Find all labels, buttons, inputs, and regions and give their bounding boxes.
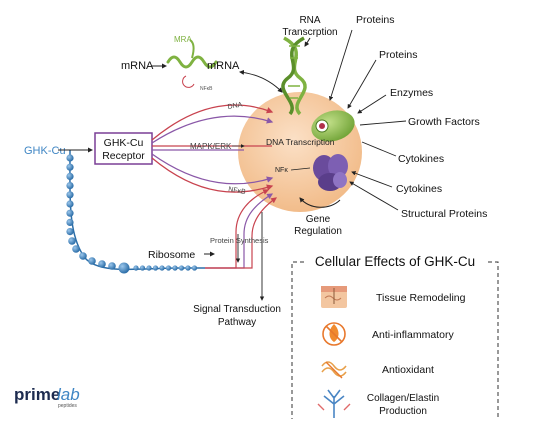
dna-transcription-label: DNA Transcription bbox=[266, 137, 335, 147]
ghk-cu-bead bbox=[66, 182, 74, 190]
ghk-cu-bead-chain bbox=[66, 149, 205, 274]
ghk-cu-bead bbox=[66, 172, 74, 180]
label-structural-proteins: Structural Proteins bbox=[401, 208, 487, 220]
organelle-dot bbox=[319, 123, 325, 129]
signal-pathway-lines bbox=[151, 104, 274, 193]
dna-helix bbox=[281, 36, 307, 116]
rna-transcription-line1: RNA bbox=[299, 15, 320, 26]
mrna-loop bbox=[189, 39, 195, 59]
ghk-cu-bead bbox=[185, 265, 191, 271]
gene-regulation-line2: Regulation bbox=[294, 226, 342, 237]
purple-protein bbox=[313, 154, 348, 191]
ghk-cu-bead bbox=[66, 218, 74, 226]
protein-synthesis-lines bbox=[205, 189, 277, 301]
ghk-cu-bead bbox=[88, 257, 96, 265]
label-enzymes: Enzymes bbox=[390, 87, 433, 99]
ghk-cu-bead bbox=[108, 262, 116, 270]
ghk-cu-bead bbox=[139, 265, 146, 271]
ghk-cu-bead bbox=[66, 163, 74, 171]
skin-layers-icon bbox=[321, 286, 347, 308]
mrna-strand bbox=[166, 55, 218, 69]
nfk-inner-label: NFκ bbox=[275, 167, 288, 174]
logo-prime: prime bbox=[14, 385, 60, 404]
protein-synthesis-label: Protein Synthesis bbox=[210, 236, 269, 245]
signal-transduction-line1: Signal Transduction bbox=[193, 304, 281, 315]
logo-sub: peptides bbox=[58, 403, 77, 409]
ghk-cu-bead bbox=[68, 237, 76, 245]
nfk-inner-line bbox=[290, 167, 311, 171]
effect-collagen-line1: Collagen/Elastin bbox=[367, 393, 439, 404]
pathway-mapk-label: MAPK/ERK bbox=[190, 142, 232, 151]
ghk-cu-bead bbox=[159, 265, 165, 271]
gene-regulation-line1: Gene bbox=[306, 214, 331, 225]
molecule-crossed-icon bbox=[321, 361, 347, 379]
ghk-cu-bead bbox=[178, 265, 185, 271]
label-cytokines-2: Cytokines bbox=[396, 183, 442, 195]
label-proteins-1: Proteins bbox=[356, 14, 395, 26]
ghk-cu-receptor-box: GHK-Cu Receptor bbox=[94, 132, 153, 165]
effect-collagen-line2: Production bbox=[379, 406, 427, 417]
ghk-cu-bead bbox=[146, 265, 152, 271]
ghk-cu-bead bbox=[172, 265, 178, 271]
pathway-nfkb-label: NFκB bbox=[228, 186, 247, 196]
receptor-label-line1: GHK-Cu bbox=[104, 137, 144, 149]
effects-panel-title: Cellular Effects of GHK-Cu bbox=[315, 254, 475, 269]
ghk-cu-bead bbox=[66, 209, 74, 217]
primelab-logo: prime lab peptides bbox=[14, 385, 80, 409]
effect-antioxidant: Antioxidant bbox=[382, 364, 434, 376]
ghk-cu-bead bbox=[66, 200, 74, 208]
pathway-dna-label: DNA bbox=[227, 101, 243, 111]
mra-label: MRA bbox=[174, 35, 192, 44]
label-proteins-2: Proteins bbox=[379, 49, 418, 61]
ghk-cu-bead bbox=[133, 265, 139, 271]
rna-arrow bbox=[304, 37, 311, 47]
ghk-cu-bead bbox=[66, 191, 74, 199]
ghk-cu-bead bbox=[152, 265, 159, 271]
ghk-cu-bead bbox=[66, 154, 74, 162]
effect-anti-inflammatory: Anti-inflammatory bbox=[372, 329, 454, 341]
cellular-effects-panel: Cellular Effects of GHK-Cu Tissue Remode… bbox=[291, 254, 499, 419]
label-cytokines-1: Cytokines bbox=[398, 153, 444, 165]
ghk-cu-bead bbox=[98, 260, 106, 268]
mrna-right-label: mRNA bbox=[207, 60, 240, 72]
logo-lab: lab bbox=[57, 385, 80, 404]
ghk-cu-bead bbox=[79, 252, 87, 260]
gene-regulation-arrow bbox=[299, 197, 341, 208]
ghk-cu-label: GHK-Cu bbox=[24, 145, 66, 157]
receptor-label-line2: Receptor bbox=[102, 150, 145, 162]
mrna-nucleus-arrow bbox=[239, 69, 283, 93]
mrna-left-label: mRNA bbox=[121, 60, 154, 72]
right-output-labels bbox=[328, 29, 407, 211]
nucleus bbox=[238, 92, 362, 212]
green-organelle bbox=[311, 110, 355, 142]
nfkb-small-loop bbox=[182, 75, 195, 88]
ghk-cu-bead bbox=[66, 228, 74, 236]
ghk-cu-bead bbox=[191, 265, 198, 271]
ghk-cu-bead bbox=[165, 265, 172, 271]
effect-tissue-remodeling: Tissue Remodeling bbox=[376, 292, 466, 304]
signal-transduction-line2: Pathway bbox=[218, 317, 256, 328]
fiber-branch-icon bbox=[317, 389, 351, 418]
rna-transcription-line2: Transcrption bbox=[282, 27, 337, 38]
label-growth-factors: Growth Factors bbox=[408, 116, 480, 128]
ghk-cu-bead bbox=[72, 245, 80, 253]
flame-crossed-icon bbox=[322, 322, 346, 346]
nfkb-small-label: NFκB bbox=[200, 86, 213, 92]
ghk-cu-bead bbox=[118, 262, 130, 274]
ribosome-label: Ribosome bbox=[148, 249, 195, 261]
